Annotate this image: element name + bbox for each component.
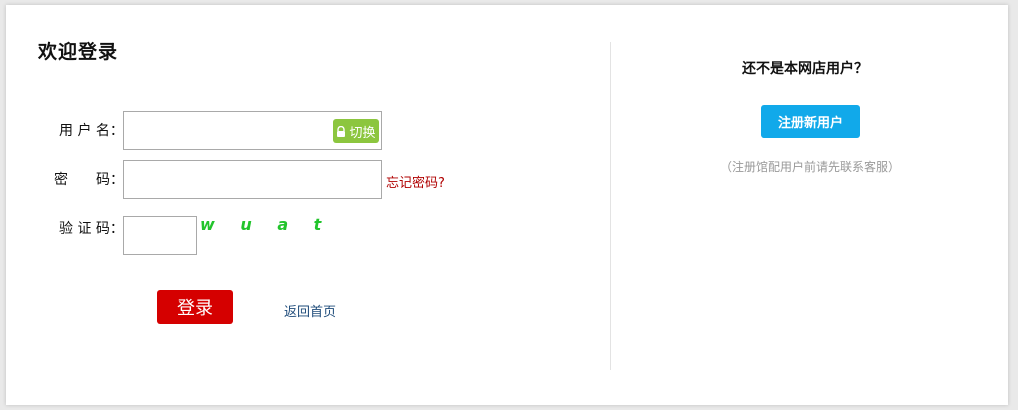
register-note: （注册馆配用户前请先联系客服） bbox=[720, 160, 901, 174]
register-button[interactable]: 注册新用户 bbox=[761, 105, 860, 138]
password-label: 密 码： bbox=[54, 172, 124, 188]
home-link[interactable]: 返回首页 bbox=[284, 305, 337, 320]
password-input[interactable] bbox=[123, 160, 382, 199]
captcha-image[interactable]: w u a t bbox=[200, 215, 332, 234]
switch-label: 切换 bbox=[349, 125, 376, 141]
username-label: 用 户 名： bbox=[59, 123, 124, 139]
forgot-password-link[interactable]: 忘记密码? bbox=[386, 176, 445, 191]
login-button[interactable]: 登录 bbox=[157, 290, 233, 324]
captcha-input[interactable] bbox=[123, 216, 197, 255]
lock-icon bbox=[337, 125, 346, 137]
captcha-label: 验 证 码： bbox=[59, 221, 124, 237]
username-input[interactable]: 切换 bbox=[123, 111, 382, 150]
page-title: 欢迎登录 bbox=[38, 41, 119, 63]
register-title: 还不是本网店用户？ bbox=[742, 61, 868, 77]
divider bbox=[610, 42, 611, 370]
login-panel: 欢迎登录 用 户 名： 切换 密 码： 忘记密码? 验 证 码： w u a t… bbox=[6, 5, 1008, 405]
switch-login-button[interactable]: 切换 bbox=[333, 119, 379, 143]
